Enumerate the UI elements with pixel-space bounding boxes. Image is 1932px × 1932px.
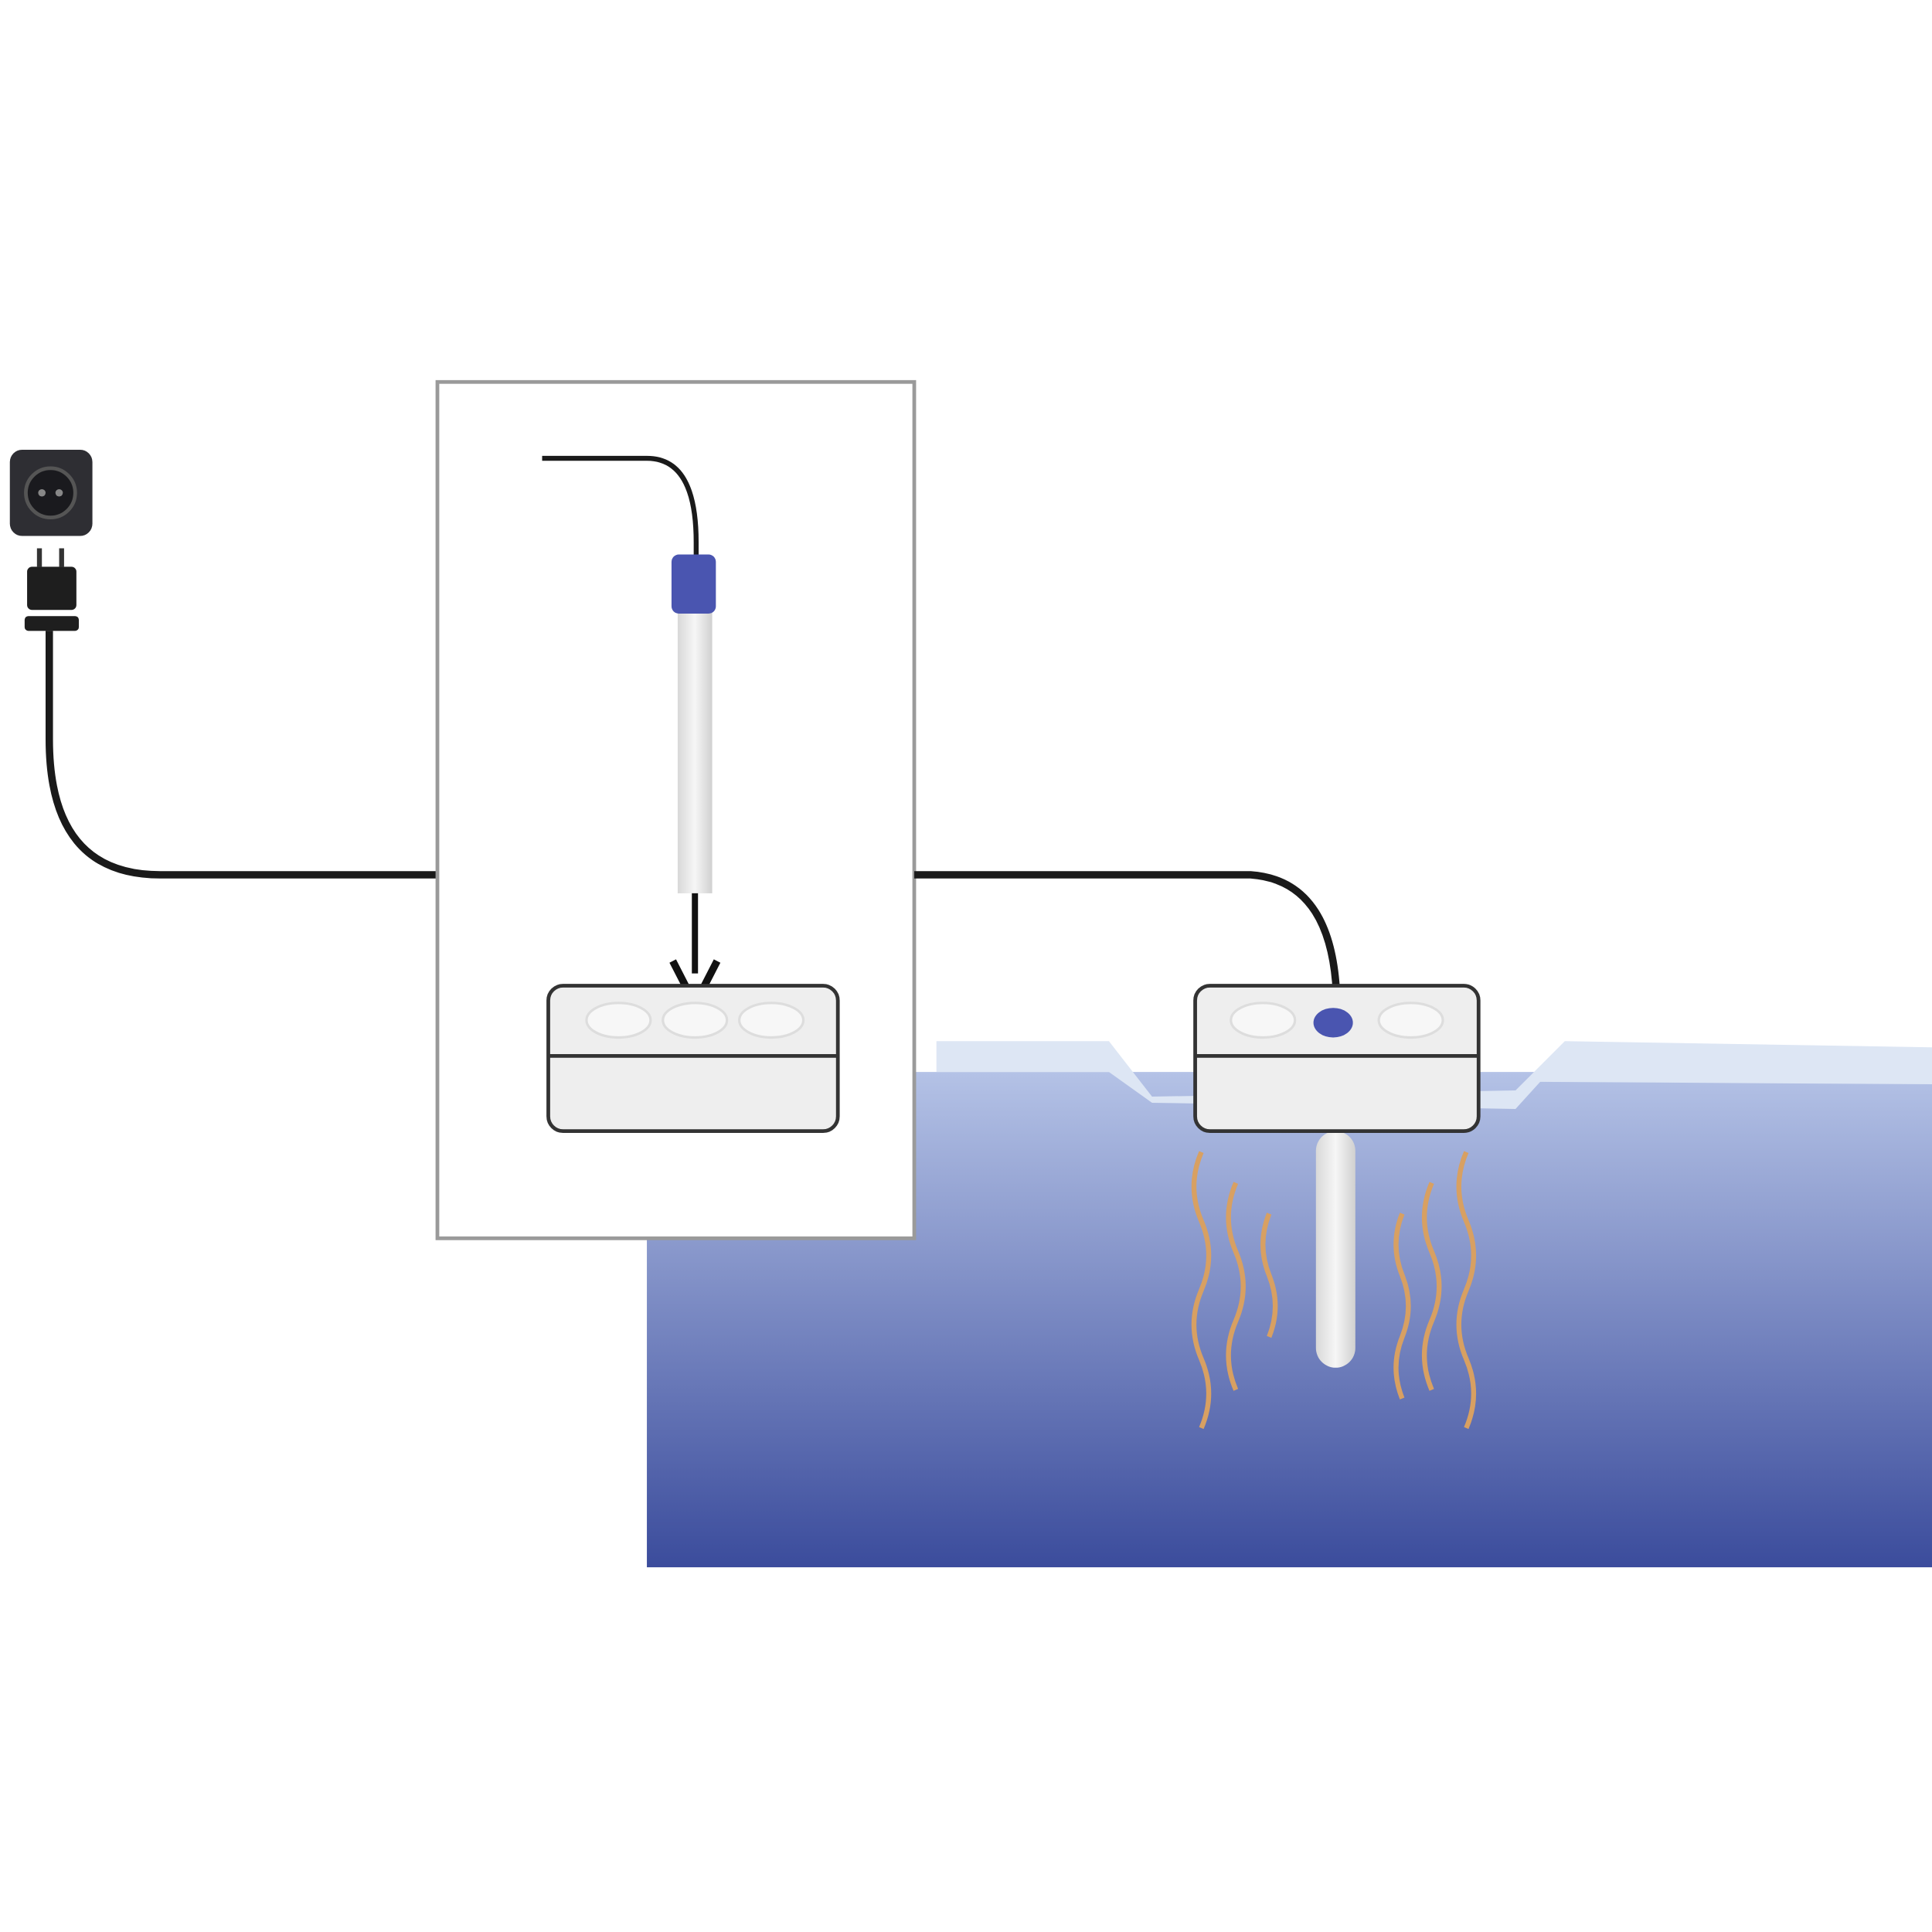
heater-cord [914,871,1341,1011]
plug-icon [24,548,80,631]
power-cord [45,631,438,879]
heat-waves-icon [1191,1151,1477,1430]
heater-tube-icon [671,554,716,893]
instruction-panel [435,379,917,1240]
wall-outlet-icon [9,449,93,536]
float-icon [546,984,840,1134]
installed-heater [1193,984,1481,1368]
